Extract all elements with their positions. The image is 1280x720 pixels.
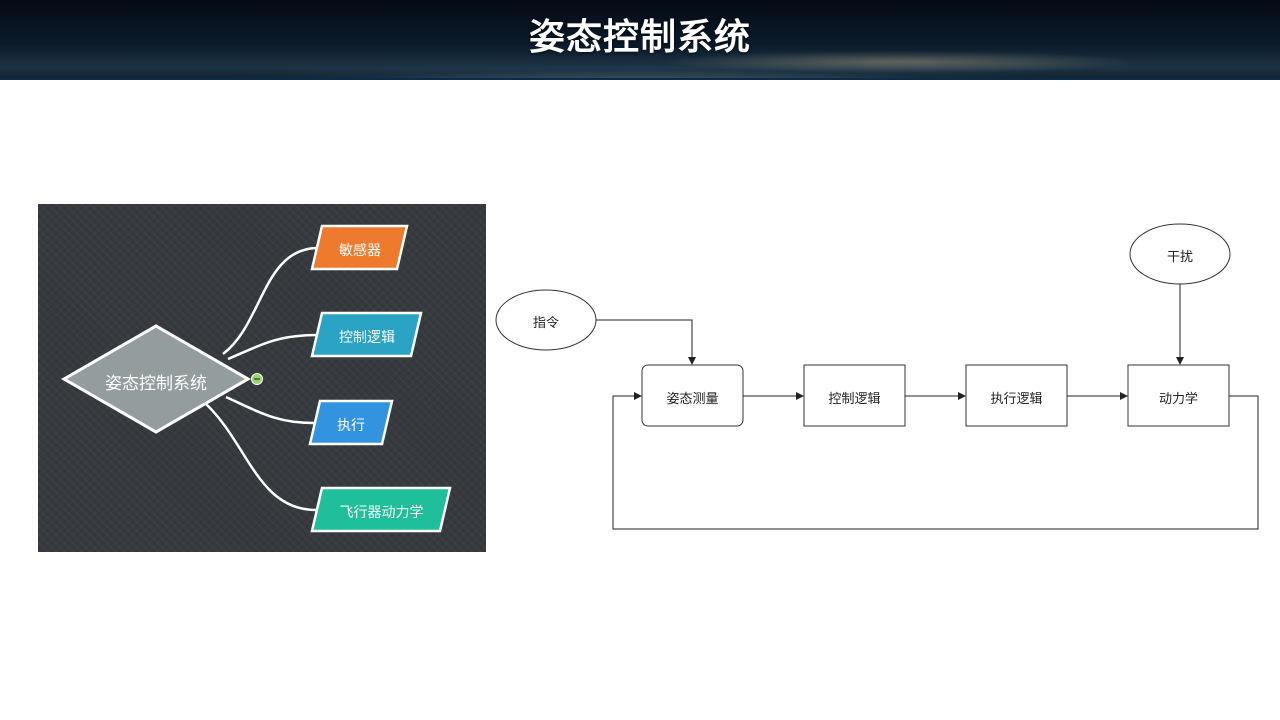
mind-map-node-control-logic[interactable]	[310, 311, 423, 358]
mind-map-node-sensor[interactable]	[310, 224, 409, 271]
mind-map-root-label: 姿态控制系统	[105, 374, 207, 394]
mind-map-connector-sensor	[222, 246, 319, 355]
header-banner: 姿态控制系统	[0, 0, 1280, 80]
mind-map-canvas	[60, 224, 452, 533]
block-execution-logic[interactable]	[965, 364, 1068, 427]
mind-map-root-node[interactable]	[60, 324, 252, 434]
mind-map-label-execute: 执行	[337, 418, 365, 434]
mind-map-panel: 姿态控制系统 敏感器 控制逻辑 执行 飞行器动力学	[38, 204, 486, 552]
control-loop-diagram: 指令 干扰 姿态测量 控制逻辑 执行逻辑 动力学	[490, 220, 1270, 540]
mind-map-connector-control	[227, 333, 319, 361]
block-control-logic[interactable]	[803, 364, 906, 427]
mind-map-connector-dynamics	[205, 403, 317, 512]
block-label-dynamics: 动力学	[1158, 392, 1198, 407]
control-loop-canvas	[495, 223, 1259, 530]
block-label-control-logic: 控制逻辑	[828, 392, 881, 407]
arrow-feedback-loop	[612, 392, 1259, 530]
command-label: 指令	[532, 316, 559, 331]
mind-map-label-sensor: 敏感器	[339, 243, 381, 259]
arrow-command-to-measurement	[596, 319, 696, 365]
block-label-attitude-measurement: 姿态测量	[666, 392, 719, 407]
disturbance-label: 干扰	[1166, 250, 1193, 265]
block-label-execution-logic: 执行逻辑	[990, 392, 1043, 407]
page-title: 姿态控制系统	[528, 17, 751, 58]
mind-map-node-execute[interactable]	[308, 399, 394, 446]
mind-map-node-dynamics[interactable]	[310, 486, 452, 533]
mind-map-label-dynamics: 飞行器动力学	[339, 505, 424, 521]
block-dynamics[interactable]	[1127, 364, 1230, 427]
mind-map-connector-execute	[225, 395, 315, 425]
mind-map-label-control-logic: 控制逻辑	[339, 330, 395, 346]
